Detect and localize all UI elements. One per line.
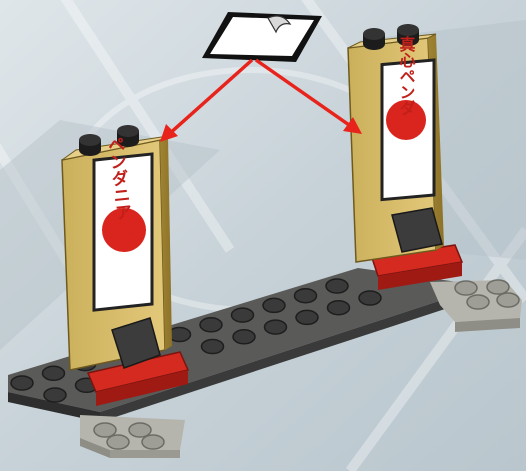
stud bbox=[43, 366, 65, 380]
stud bbox=[129, 423, 151, 437]
stud bbox=[326, 279, 348, 293]
stud bbox=[200, 318, 222, 332]
right-hinge bbox=[392, 208, 442, 252]
stud bbox=[295, 289, 317, 303]
stud bbox=[455, 281, 477, 295]
stud bbox=[265, 320, 287, 334]
stud bbox=[296, 310, 318, 324]
stud bbox=[497, 293, 519, 307]
stud bbox=[263, 298, 285, 312]
left-gray-plate bbox=[80, 415, 185, 458]
stud bbox=[11, 376, 33, 390]
stud bbox=[487, 280, 509, 294]
stud bbox=[328, 301, 350, 315]
stud bbox=[202, 340, 224, 354]
stud bbox=[94, 423, 116, 437]
stud bbox=[107, 435, 129, 449]
stud bbox=[359, 291, 381, 305]
stud bbox=[142, 435, 164, 449]
stud bbox=[232, 308, 254, 322]
right-banner-text: 真心ペンダ bbox=[397, 35, 416, 116]
stud bbox=[467, 295, 489, 309]
stud bbox=[44, 388, 66, 402]
stud bbox=[233, 330, 255, 344]
